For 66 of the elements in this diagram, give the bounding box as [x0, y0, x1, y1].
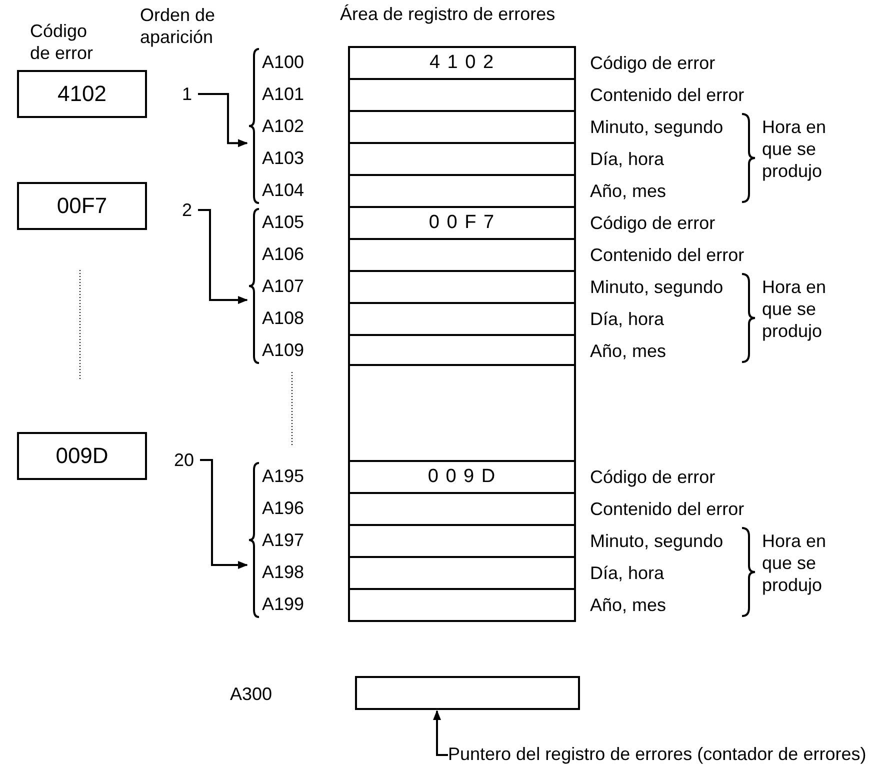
error-code-box: 4102 — [17, 70, 147, 118]
arrow — [433, 710, 448, 756]
address-label: A198 — [262, 562, 304, 582]
register-cell: 4 1 0 2 — [348, 46, 576, 80]
field-description: Código de error — [590, 467, 716, 487]
time-note: Hora en que se produjo — [762, 116, 828, 182]
field-description: Contenido del error — [590, 85, 744, 105]
arrow — [200, 459, 248, 569]
order-number: 2 — [182, 200, 192, 220]
register-cell — [348, 364, 576, 462]
register-cell — [348, 302, 576, 336]
field-description: Año, mes — [590, 181, 666, 201]
address-label: A195 — [262, 466, 304, 486]
field-description: Día, hora — [590, 309, 664, 329]
address-label: A197 — [262, 530, 304, 550]
field-description: Contenido del error — [590, 499, 744, 519]
register-cell — [348, 142, 576, 176]
address-label: A107 — [262, 276, 304, 296]
register-cell — [348, 78, 576, 112]
register-cell — [355, 676, 580, 710]
register-cell — [348, 174, 576, 208]
address-label: A104 — [262, 180, 304, 200]
curly-brace — [247, 208, 261, 364]
register-cell — [348, 238, 576, 272]
column-heading: Código de error — [30, 20, 94, 64]
address-label: A102 — [262, 116, 304, 136]
register-cell — [348, 556, 576, 590]
register-cell — [348, 524, 576, 558]
address-label: A101 — [262, 84, 304, 104]
field-description: Día, hora — [590, 563, 664, 583]
register-cell — [348, 110, 576, 144]
field-description: Contenido del error — [590, 245, 744, 265]
column-heading: Orden de aparición — [140, 4, 216, 48]
register-cell — [348, 588, 576, 622]
field-description: Minuto, segundo — [590, 531, 724, 551]
field-description: Código de error — [590, 213, 716, 233]
time-note: Hora en que se produjo — [762, 276, 828, 342]
register-cell: 0 0 F 7 — [348, 206, 576, 240]
curly-brace — [247, 48, 261, 204]
field-description: Día, hora — [590, 149, 664, 169]
arrow — [198, 93, 248, 148]
address-label: A108 — [262, 308, 304, 328]
order-number: 1 — [182, 84, 192, 104]
field-description: Año, mes — [590, 341, 666, 361]
field-description: Minuto, segundo — [590, 277, 724, 297]
arrow — [198, 209, 248, 304]
table-heading: Área de registro de errores — [340, 4, 556, 24]
address-label: A100 — [262, 52, 304, 72]
address-label: A106 — [262, 244, 304, 264]
order-number: 20 — [174, 450, 194, 470]
error-code-box: 00F7 — [17, 182, 147, 230]
field-description: Año, mes — [590, 595, 666, 615]
address-label: A300 — [230, 684, 272, 704]
address-label: A196 — [262, 498, 304, 518]
field-description: Código de error — [590, 53, 716, 73]
address-label: A109 — [262, 340, 304, 360]
time-note: Hora en que se produjo — [762, 530, 828, 596]
register-cell — [348, 492, 576, 526]
register-cell — [348, 270, 576, 304]
field-description: Minuto, segundo — [590, 117, 724, 137]
curly-brace — [247, 462, 261, 618]
error-code-box: 009D — [17, 432, 147, 480]
address-label: A103 — [262, 148, 304, 168]
pointer-label: Puntero del registro de errores (contador de errores) — [448, 744, 866, 764]
address-label: A105 — [262, 212, 304, 232]
address-label: A199 — [262, 594, 304, 614]
